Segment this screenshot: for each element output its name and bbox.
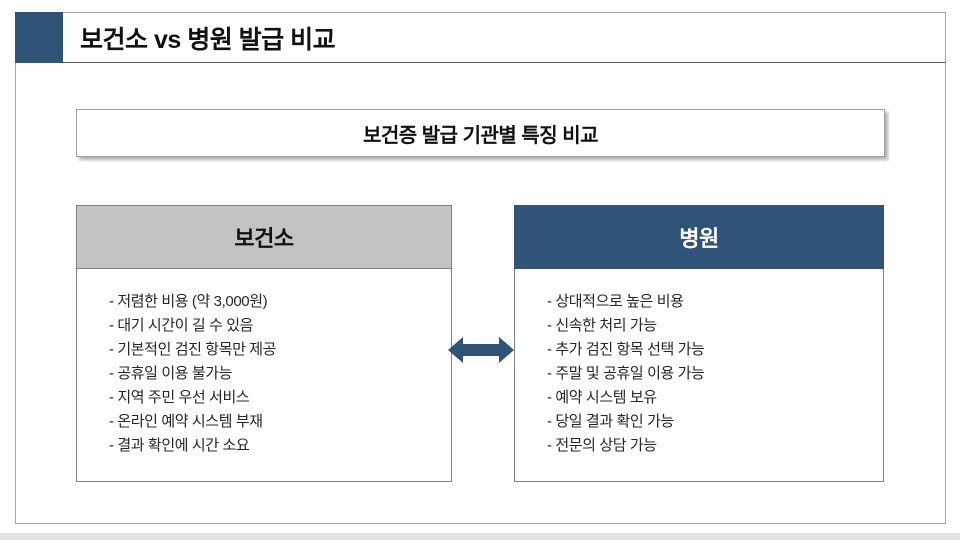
list-item: - 온라인 예약 시스템 부재 bbox=[109, 413, 263, 430]
subtitle-box: 보건증 발급 기관별 특징 비교 bbox=[76, 109, 885, 157]
list-item: - 결과 확인에 시간 소요 bbox=[109, 437, 250, 454]
list-item: - 주말 및 공휴일 이용 가능 bbox=[547, 365, 705, 382]
hospital-body: - 상대적으로 높은 비용 - 신속한 처리 가능 - 추가 검진 항목 선택 가능… bbox=[514, 269, 884, 482]
list-item: - 상대적으로 높은 비용 bbox=[547, 293, 684, 310]
list-item: - 기본적인 검진 항목만 제공 bbox=[109, 341, 277, 358]
health-center-column: 보건소 - 저렴한 비용 (약 3,000원)- 대기 시간이 길 수 있음- … bbox=[76, 205, 452, 482]
slide: 보건소 vs 병원 발급 비교 보건증 발급 기관별 특징 비교 보건소 - 저… bbox=[15, 12, 946, 524]
list-item: - 전문의 상담 가능 bbox=[547, 437, 657, 454]
left-right-arrow-icon bbox=[448, 334, 514, 366]
list-item: - 추가 검진 항목 선택 가능 bbox=[547, 341, 705, 358]
hospital-column: 병원 - 상대적으로 높은 비용 - 신속한 처리 가능 - 추가 검진 항목 선택… bbox=[514, 205, 884, 482]
list-item: - 저렴한 비용 (약 3,000원) bbox=[109, 293, 268, 310]
hospital-header: 병원 bbox=[514, 205, 884, 269]
title-bar: 보건소 vs 병원 발급 비교 bbox=[15, 12, 945, 63]
list-item: - 공휴일 이용 불가능 bbox=[109, 365, 233, 382]
list-item: - 당일 결과 확인 가능 bbox=[547, 413, 674, 430]
list-item: - 신속한 처리 가능 bbox=[547, 317, 657, 334]
title-accent-square bbox=[15, 12, 63, 63]
subtitle-text: 보건증 발급 기관별 특징 비교 bbox=[362, 124, 599, 147]
list-item: - 대기 시간이 길 수 있음 bbox=[109, 317, 254, 334]
list-item: - 예약 시스템 보유 bbox=[547, 389, 657, 406]
list-item: - 지역 주민 우선 서비스 bbox=[109, 389, 250, 406]
health-center-header: 보건소 bbox=[76, 205, 452, 269]
slide-title: 보건소 vs 병원 발급 비교 bbox=[80, 25, 336, 54]
health-center-list: - 저렴한 비용 (약 3,000원) - 대기 시간이 길 수 있음 - 기본적인… bbox=[109, 290, 443, 458]
hospital-list: - 상대적으로 높은 비용 - 신속한 처리 가능 - 추가 검진 항목 선택 가능… bbox=[547, 290, 875, 458]
window-edge-strip bbox=[0, 533, 960, 540]
health-center-body: - 저렴한 비용 (약 3,000원) - 대기 시간이 길 수 있음 - 기본적인… bbox=[76, 269, 452, 482]
